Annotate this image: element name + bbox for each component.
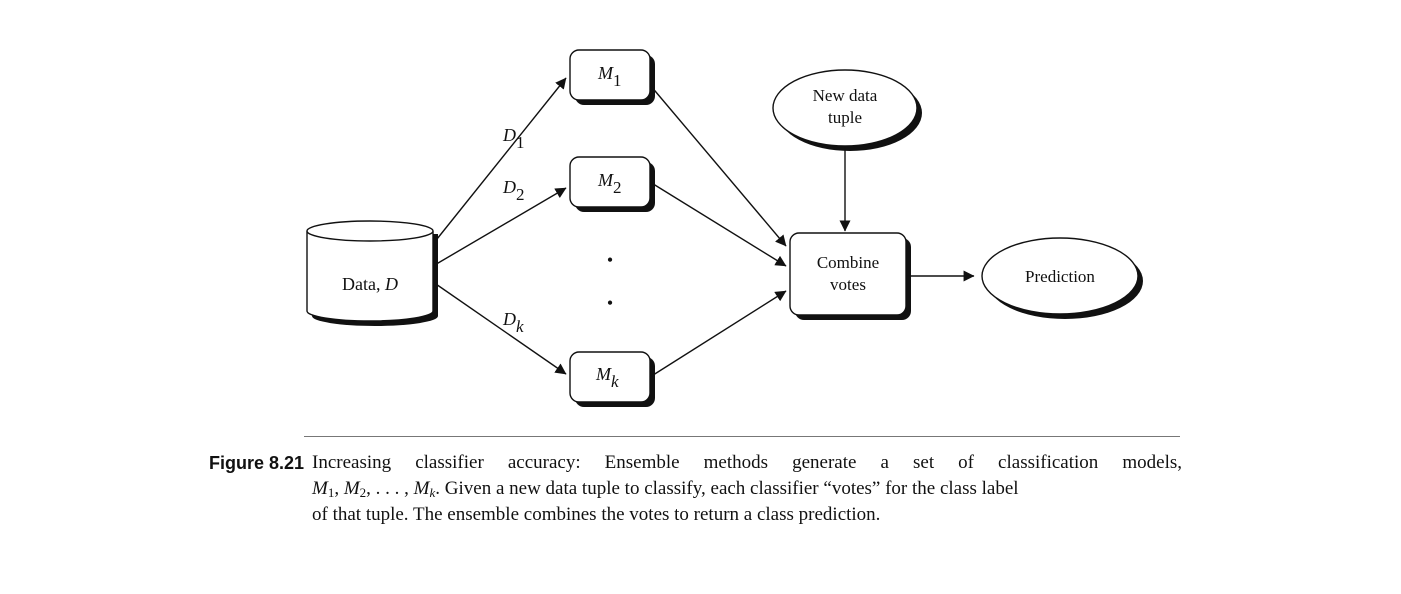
model-label-mk: Mk	[595, 364, 619, 391]
prediction-label: Prediction	[1025, 267, 1095, 286]
prediction-node: Prediction	[981, 237, 1143, 319]
combine-votes-label-line1: Combine	[817, 253, 879, 272]
model-box-m1: M1	[569, 49, 655, 105]
model-label-m2: M2	[597, 170, 622, 197]
data-cylinder-top	[306, 220, 434, 242]
caption-sub-1: 1	[327, 485, 335, 500]
combine-votes-label-line2: votes	[830, 275, 866, 294]
new-data-tuple-label-line1: New data	[813, 86, 878, 105]
subset-label-d2: D2	[502, 177, 525, 204]
caption-line-1: Increasing classifier accuracy: Ensemble…	[312, 452, 1182, 473]
arrow-data-to-mk	[432, 281, 567, 375]
caption-divider	[304, 436, 1180, 437]
prediction-body	[981, 237, 1139, 315]
caption-model-m: M	[413, 478, 430, 499]
model-box-mk: Mk	[569, 351, 655, 407]
arrow-data-to-m2	[432, 187, 567, 267]
model-box-m1-body	[569, 49, 651, 101]
caption-sub-k: k	[429, 485, 435, 500]
new-data-tuple-label-line2: tuple	[828, 108, 862, 127]
combine-votes-node: Combine votes	[789, 232, 911, 320]
data-cylinder-body	[306, 231, 434, 322]
combine-votes-body	[789, 232, 907, 316]
caption-line-3: of that tuple. The ensemble combines the…	[312, 504, 881, 525]
model-label-m1: M1	[597, 63, 622, 90]
ellipsis-dot-lower: •	[607, 293, 613, 313]
caption-line-2: M1, M2, . . . , Mk. Given a new data tup…	[312, 476, 1019, 502]
caption-dots: , . . . ,	[366, 478, 414, 499]
ellipsis-dot-upper: •	[607, 250, 613, 270]
new-data-tuple-node: New data tuple	[772, 69, 922, 151]
model-box-m2: M2	[569, 156, 655, 212]
arrow-m2-to-combine	[649, 181, 787, 267]
caption-model-m: M	[312, 478, 328, 499]
caption-sub-k-text: k	[429, 485, 436, 500]
caption-sub-2: 2	[359, 485, 367, 500]
caption-model-m: M	[343, 478, 360, 499]
caption-sep: ,	[334, 478, 344, 499]
figure-label: Figure 8.21	[208, 453, 304, 473]
arrow-m1-to-combine	[649, 84, 787, 247]
arrow-data-to-m1	[432, 77, 567, 245]
arrow-mk-to-combine	[649, 290, 787, 378]
caption-line-2-rest: . Given a new data tuple to classify, ea…	[435, 478, 1019, 499]
data-cylinder-label: Data, D	[342, 274, 398, 294]
subset-label-d1: D1	[502, 125, 525, 152]
data-cylinder: Data, D	[306, 220, 438, 326]
subset-label-dk: Dk	[502, 309, 524, 336]
